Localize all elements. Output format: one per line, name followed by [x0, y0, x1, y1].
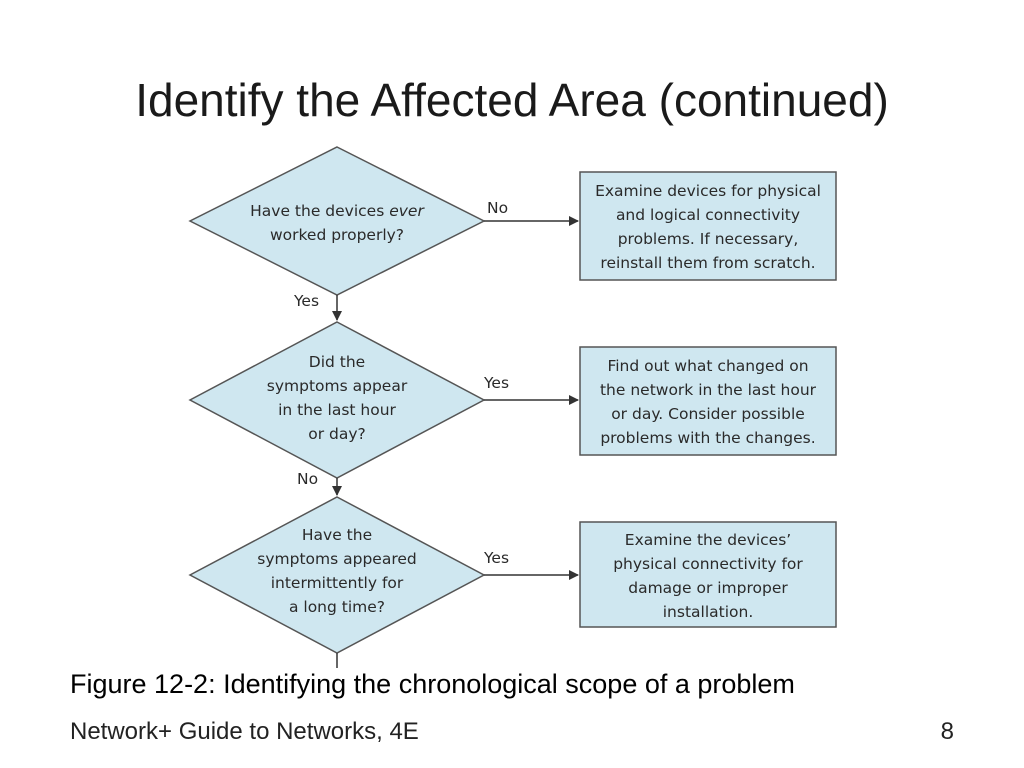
decision-2-line-4: or day?	[308, 425, 366, 443]
decision-1-line-1-italic: ever	[389, 202, 425, 220]
decision-2-line-3: in the last hour	[278, 401, 396, 419]
decision-1-line-1-normal: Have the devices	[250, 202, 389, 220]
decision-3-line-4: a long time?	[289, 598, 385, 616]
action-box-1	[579, 171, 837, 281]
decision-1-line-2: worked properly?	[270, 226, 404, 244]
decision-2-line-1: Did the	[309, 353, 365, 371]
figure-caption: Figure 12-2: Identifying the chronologic…	[70, 669, 795, 699]
action-2-line-2: the network in the last hour	[600, 381, 817, 399]
action-3-line-2: physical connectivity for	[613, 555, 803, 573]
decision-diamond-1	[188, 146, 486, 296]
decision-2-down-label: No	[297, 470, 318, 488]
action-1-line-1: Examine devices for physical	[595, 182, 821, 200]
decision-1-down-label: Yes	[293, 292, 319, 310]
decision-3-line-1: Have the	[302, 526, 372, 544]
decision-2-line-2: symptoms appear	[267, 377, 408, 395]
action-2-line-4: problems with the changes.	[600, 429, 815, 447]
action-3-line-4: installation.	[663, 603, 754, 621]
decision-diamond-2	[188, 321, 486, 479]
action-3-line-3: damage or improper	[628, 579, 788, 597]
decision-3-line-2: symptoms appeared	[257, 550, 416, 568]
action-1-line-2: and logical connectivity	[616, 206, 800, 224]
decision-1-text: Have the devices ever	[250, 202, 425, 220]
page-number: 8	[940, 718, 954, 745]
decision-2-right-label: Yes	[483, 374, 509, 392]
action-1-line-4: reinstall them from scratch.	[600, 254, 815, 272]
action-2-line-3: or day. Consider possible	[611, 405, 805, 423]
action-box-3	[579, 521, 837, 628]
action-3-line-1: Examine the devices’	[625, 531, 791, 549]
action-2-line-1: Find out what changed on	[607, 357, 808, 375]
decision-3-right-label: Yes	[483, 549, 509, 567]
action-1-line-3: problems. If necessary,	[618, 230, 799, 248]
footer-text: Network+ Guide to Networks, 4E	[70, 718, 419, 745]
action-box-2	[579, 346, 837, 456]
slide-title: Identify the Affected Area (continued)	[135, 74, 889, 126]
decision-1-right-label: No	[487, 199, 508, 217]
decision-3-line-3: intermittently for	[271, 574, 404, 592]
